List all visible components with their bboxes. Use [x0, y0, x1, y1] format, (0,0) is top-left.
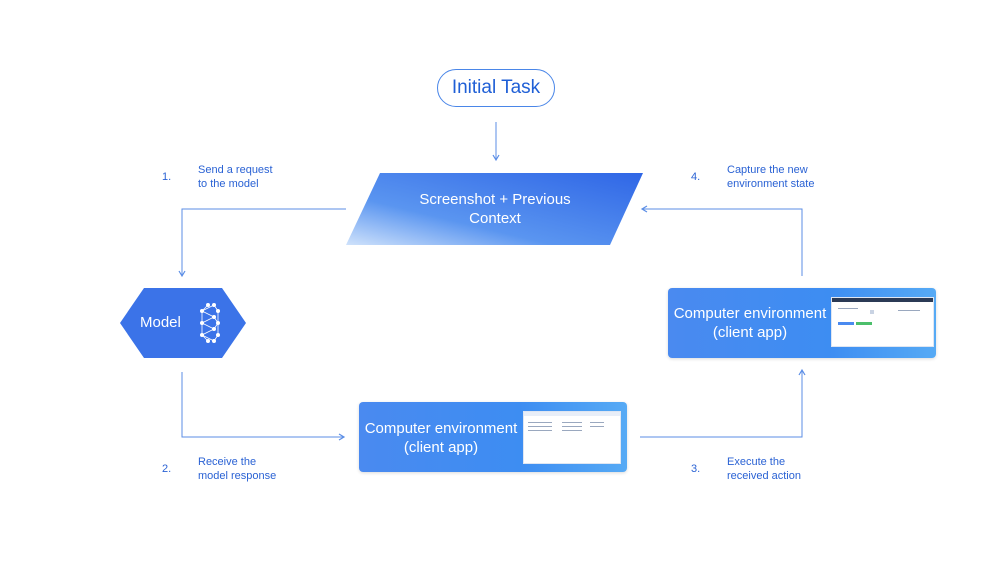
env-right-label: Computer environment (client app) [670, 304, 830, 342]
step-2-number: 2. [162, 463, 172, 475]
step-2-text: Receive the model response [198, 455, 276, 483]
client-app-screenshot-thumbnail [831, 297, 934, 347]
env-bottom-node: Computer environment (client app) [359, 402, 627, 472]
arrow-env-to-env [640, 368, 806, 438]
model-label: Model [140, 313, 181, 331]
arrow-env-to-context [640, 205, 803, 276]
env-right-node: Computer environment (client app) [668, 288, 936, 358]
step-1-number: 1. [162, 171, 172, 183]
env-bottom-line1: Computer environment [364, 420, 518, 437]
step-1-line2: to the model [198, 178, 259, 190]
step-3-line1: Execute the [727, 456, 786, 468]
step-4-number: 4. [691, 171, 701, 183]
step-3-text: Execute the received action [727, 455, 801, 483]
env-bottom-label: Computer environment (client app) [361, 419, 521, 457]
context-node: Screenshot + Previous Context [360, 173, 630, 245]
step-3-line2: received action [727, 470, 801, 482]
model-node: Model [140, 302, 250, 342]
step-4-line2: environment state [727, 178, 815, 190]
context-line1: Screenshot + Previous [419, 191, 571, 208]
step-4-text: Capture the new environment state [727, 163, 814, 191]
env-bottom-line2: (client app) [403, 439, 479, 456]
context-line2: Context [469, 210, 521, 227]
step-2-line1: Receive the [198, 456, 257, 468]
step-4-line1: Capture the new [727, 164, 808, 176]
step-1-line1: Send a request [198, 164, 273, 176]
initial-task-label: Initial Task [451, 77, 541, 98]
env-right-line1: Computer environment [673, 305, 827, 322]
client-app-screenshot-thumbnail [523, 411, 621, 464]
env-right-line2: (client app) [712, 324, 788, 341]
arrow-model-to-env [181, 372, 346, 441]
context-parallelogram [346, 173, 643, 245]
step-3-number: 3. [691, 463, 701, 475]
arrow-context-to-model [178, 208, 346, 278]
step-1-text: Send a request to the model [198, 163, 273, 191]
step-2-line2: model response [198, 470, 277, 482]
initial-task-node: Initial Task [437, 69, 555, 107]
